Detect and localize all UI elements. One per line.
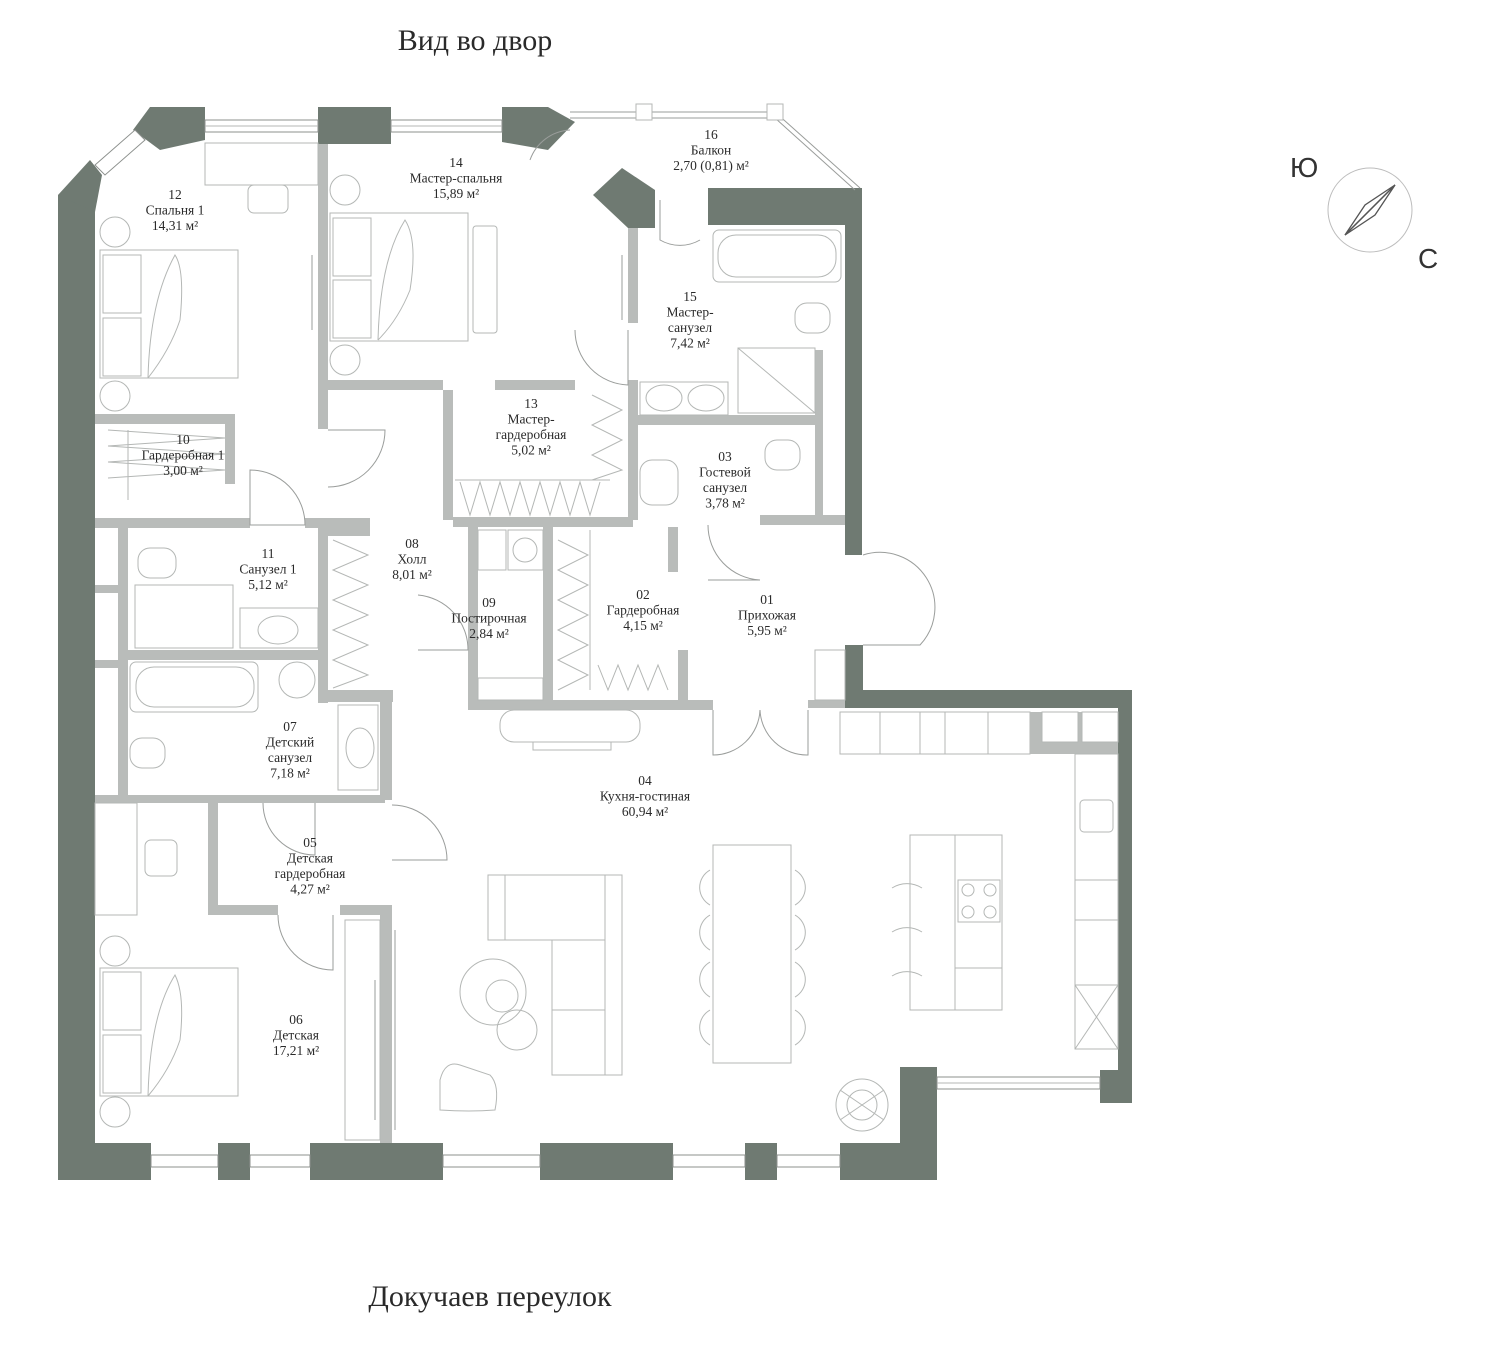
room-label-line: Детский xyxy=(266,735,314,750)
compass-ring xyxy=(1327,167,1413,253)
room-label-line: гардеробная xyxy=(496,427,567,442)
street-name-caption: Докучаев переулок xyxy=(368,1280,612,1313)
room-label-line: 07 xyxy=(283,719,297,734)
room-label-line: Спальня 1 xyxy=(146,203,205,218)
kitchen-living-furniture xyxy=(439,649,1119,1132)
room-label-line: 14 xyxy=(449,155,463,170)
room-label-line: Прихожая xyxy=(738,608,796,623)
room-label-line: 08 xyxy=(405,536,419,551)
room-label-line: санузел xyxy=(703,480,747,495)
compass-north-label: С xyxy=(1418,243,1438,274)
room-label-line: 01 xyxy=(760,592,774,607)
room-label-line: 2,70 (0,81) м² xyxy=(673,158,749,173)
room-label-line: Санузел 1 xyxy=(239,562,296,577)
room-label-line: Холл xyxy=(398,552,427,567)
room-label-line: 4,15 м² xyxy=(623,618,663,633)
room-label-line: Детская xyxy=(273,1028,319,1043)
room-label-line: 2,84 м² xyxy=(469,626,509,641)
room-label-line: 4,27 м² xyxy=(290,882,330,897)
room-label-line: 17,21 м² xyxy=(273,1043,319,1058)
room-label-line: 02 xyxy=(636,587,650,602)
room-label-line: 7,18 м² xyxy=(270,766,310,781)
room-label-line: 05 xyxy=(303,835,317,850)
room-label-line: 3,00 м² xyxy=(163,463,203,478)
room-label-line: 8,01 м² xyxy=(392,567,432,582)
room-label-line: 15,89 м² xyxy=(433,186,479,201)
room-label-line: 15 xyxy=(683,289,697,304)
room-label-line: Мастер-спальня xyxy=(410,171,503,186)
room-label-line: 13 xyxy=(524,396,538,411)
room-label-line: 11 xyxy=(262,546,275,561)
room-label-line: 04 xyxy=(638,773,652,788)
room-label-line: 3,78 м² xyxy=(705,496,745,511)
room-label-line: 7,42 м² xyxy=(670,336,710,351)
exterior-walls xyxy=(58,107,1132,1180)
compass: Ю С xyxy=(1290,152,1438,274)
room-label-line: 06 xyxy=(289,1012,303,1027)
windows xyxy=(94,119,1101,1168)
view-courtyard-caption: Вид во двор xyxy=(397,24,553,57)
room-label-line: Мастер- xyxy=(666,305,714,320)
partition-walls xyxy=(95,144,845,1143)
bathroom-furniture xyxy=(129,229,842,791)
room-label-line: Кухня-гостиная xyxy=(600,789,690,804)
room-label-line: Гардеробная 1 xyxy=(142,448,225,463)
room-label-line: 10 xyxy=(176,432,190,447)
room-label-line: 12 xyxy=(168,187,182,202)
room-label-line: 09 xyxy=(482,595,496,610)
room-label-line: Балкон xyxy=(691,143,731,158)
wardrobe-hatching xyxy=(107,394,669,692)
room-label-line: 5,95 м² xyxy=(747,623,787,638)
room-label-line: Детская xyxy=(287,851,333,866)
room-label-line: Постирочная xyxy=(451,611,526,626)
room-label-line: 60,94 м² xyxy=(622,804,668,819)
room-label-line: Гардеробная xyxy=(607,603,680,618)
doors xyxy=(249,129,936,1130)
bedroom-furniture xyxy=(94,142,498,1141)
room-label-line: 5,02 м² xyxy=(511,443,551,458)
compass-south-label: Ю xyxy=(1290,152,1318,183)
room-label-line: 16 xyxy=(704,127,718,142)
room-label-line: Мастер- xyxy=(507,412,555,427)
room-label-line: Гостевой xyxy=(699,465,751,480)
room-label-line: 5,12 м² xyxy=(248,577,288,592)
room-label-line: санузел xyxy=(668,320,712,335)
room-label-line: 14,31 м² xyxy=(152,218,198,233)
room-label-line: 03 xyxy=(718,449,732,464)
room-label-line: санузел xyxy=(268,750,312,765)
balcony-railing xyxy=(570,103,861,191)
room-label-line: гардеробная xyxy=(275,866,346,881)
